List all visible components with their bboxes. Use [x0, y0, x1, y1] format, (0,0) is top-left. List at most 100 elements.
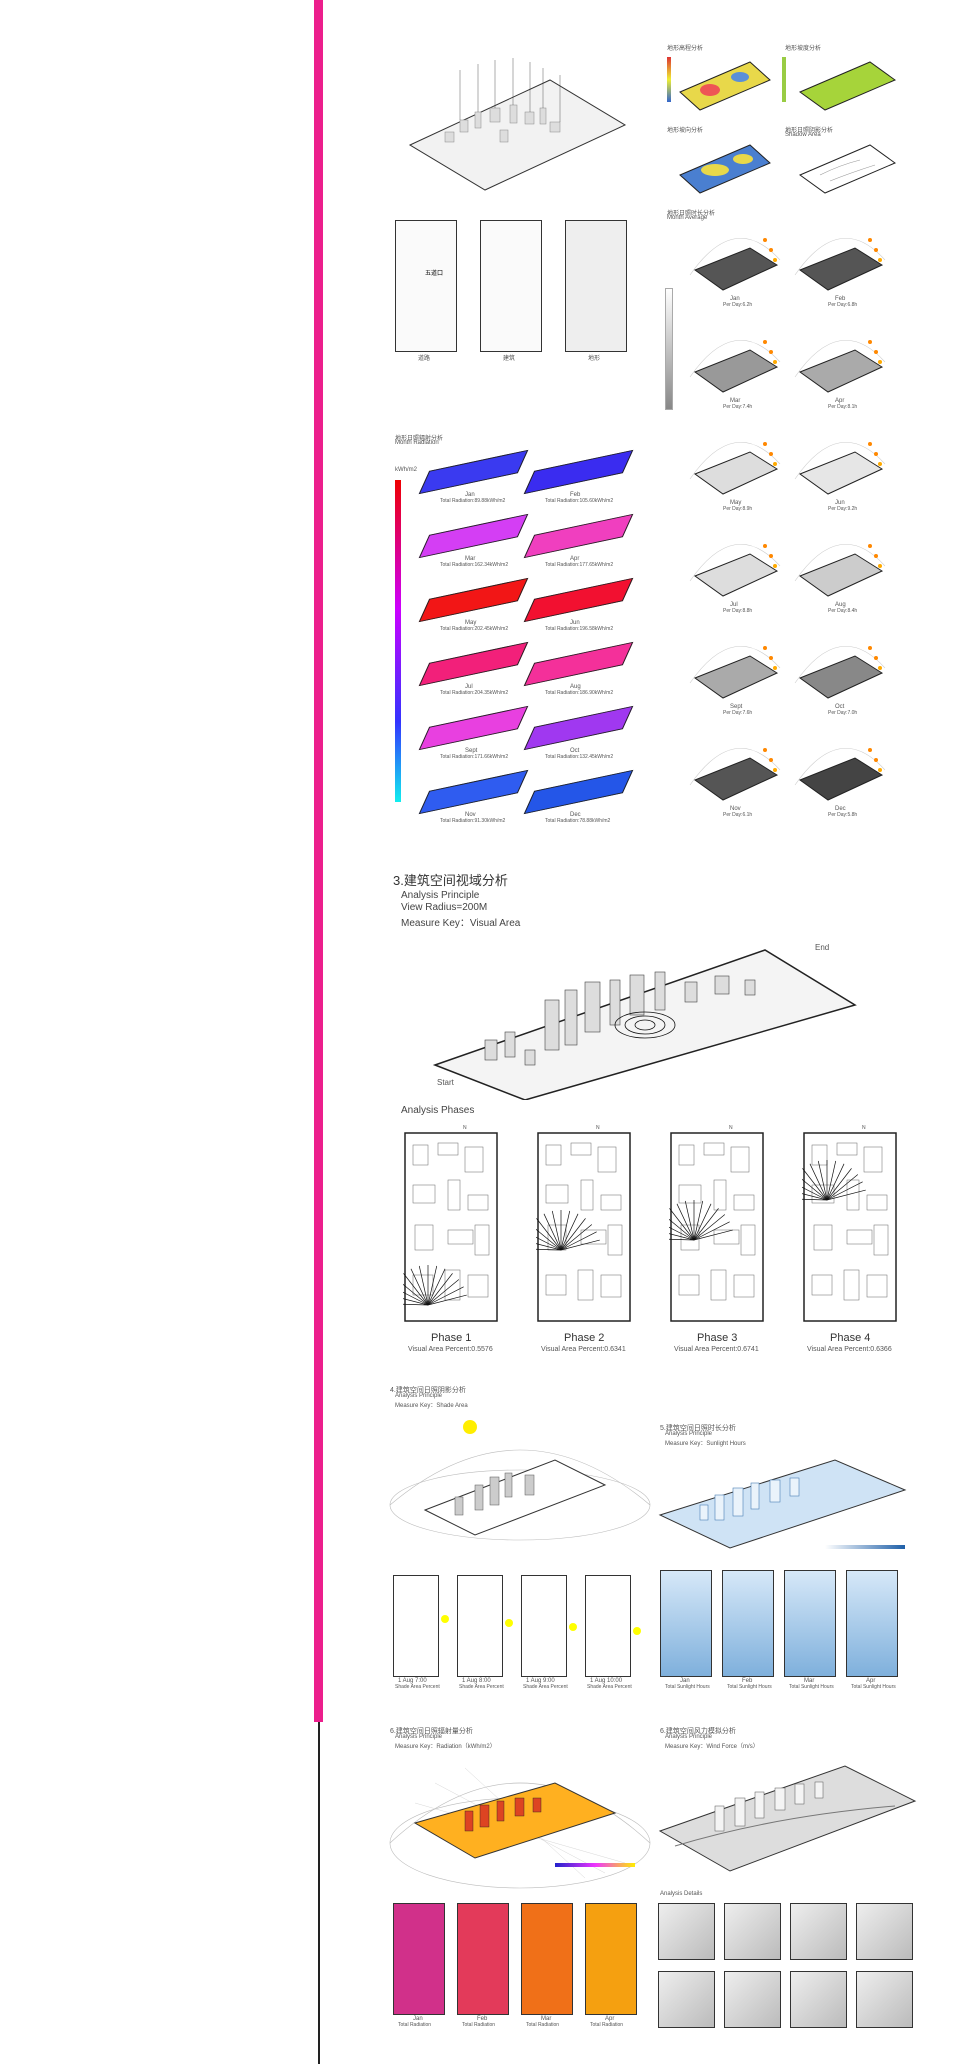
- sunlight-caption: Per Day:8.1h: [828, 404, 858, 410]
- hours-sub: Total Sunlight Hours: [789, 1684, 834, 1690]
- sunlight-caption: Per Day:6.2h: [723, 302, 753, 308]
- radiation-map: [418, 641, 529, 687]
- sunlight-dome: [689, 645, 781, 699]
- terrain-shade-sub: Shadow Area: [785, 132, 821, 138]
- hours-caption: Apr: [866, 1678, 876, 1684]
- shade-caption: 1 Aug 10:00: [590, 1678, 623, 1684]
- radiation-caption: Total Radiation:78.88kWh/m2: [545, 818, 611, 824]
- radiation-plan: [585, 1903, 637, 2015]
- wind-detail: [856, 1903, 913, 1960]
- sec5-principle: Analysis Principle: [665, 1431, 713, 1437]
- wind-detail: [724, 1903, 781, 1960]
- phase-percent: Visual Area Percent:0.6741: [674, 1346, 759, 1353]
- terrain-slope-title: 地形坡度分析: [785, 46, 822, 52]
- plan-label-terrain: 地形: [588, 356, 601, 362]
- radiation-row-sub: Total Radiation: [462, 2022, 496, 2028]
- phase-plan: [403, 1132, 498, 1322]
- north-label: N: [729, 1125, 733, 1131]
- shade-plan: [457, 1575, 503, 1677]
- shade-sub: Shade Area Percent: [395, 1684, 440, 1690]
- radiation-row-caption: Feb: [477, 2016, 488, 2022]
- site-axon-diagram: [408, 58, 627, 191]
- radiation-map: [523, 641, 634, 687]
- terrain-aspect-title: 地形坡向分析: [667, 128, 704, 134]
- radiation-month: May: [465, 620, 477, 626]
- sunlight-month: Apr: [835, 398, 845, 404]
- hours-sub: Total Sunlight Hours: [851, 1684, 896, 1690]
- radiation-month: Dec: [570, 812, 581, 818]
- sunlight-dome: [689, 441, 781, 495]
- sunlight-caption: Per Day:8.8h: [723, 608, 753, 614]
- phases-title: Analysis Phases: [401, 1105, 475, 1116]
- shade-caption: 1 Aug 9:00: [526, 1678, 555, 1684]
- radiation-section: 6.建筑空间日照辐射量分析 Analysis Principle Measure…: [385, 1718, 655, 2048]
- sun-marker: [505, 1619, 513, 1627]
- sunlight-hours-legend: [825, 1545, 905, 1549]
- sunlight-caption: Per Day:6.8h: [828, 302, 858, 308]
- sunlight-hours-axon: [658, 1459, 907, 1549]
- sunlight-sub: Month Average: [667, 215, 708, 221]
- radiation-legend: [395, 480, 401, 802]
- sunlight-caption: Per Day:7.0h: [828, 710, 858, 716]
- radiation-title: 地形日照辐射分析: [395, 436, 444, 442]
- accent-bar: [314, 0, 323, 1722]
- phase-plan: [802, 1132, 897, 1322]
- sec4-measure: Measure Key：Shade Area: [395, 1403, 468, 1409]
- sunlight-caption: Per Day:5.8h: [828, 812, 858, 818]
- sec6-measure: Measure Key：Radiation（kWh/m2）: [395, 1744, 496, 1750]
- radiation-map: [523, 705, 634, 751]
- plan-roads: [395, 220, 457, 352]
- start-label: Start: [437, 1078, 454, 1087]
- sunlight-dome: [794, 441, 886, 495]
- terrain-shade-title: 地形日照阴影分析: [785, 128, 834, 134]
- radiation-caption: Total Radiation:186.90kWh/m2: [545, 690, 614, 696]
- wind-detail: [658, 1971, 715, 2028]
- radiation-month: Feb: [570, 492, 581, 498]
- hours-sub: Total Sunlight Hours: [665, 1684, 710, 1690]
- sunlight-month: Jun: [835, 500, 845, 506]
- visual-field-section: 3.建筑空间视域分析 Analysis Principle View Radiu…: [385, 850, 925, 1360]
- sun-marker: [441, 1615, 449, 1623]
- sunlight-dome: [689, 339, 781, 393]
- sec3-principle: Analysis Principle: [401, 890, 480, 901]
- north-label: N: [862, 1125, 866, 1131]
- radiation-caption: Total Radiation:204.35kWh/m2: [440, 690, 509, 696]
- sunlight-dome: [689, 543, 781, 597]
- north-label: N: [596, 1125, 600, 1131]
- plan-mark: 五道口: [425, 271, 444, 277]
- radiation-month: Sept: [465, 748, 478, 754]
- wind-axon-diagram: [658, 1765, 917, 1872]
- phase-name: Phase 2: [564, 1332, 605, 1344]
- terrain-aspect-map: [679, 144, 771, 194]
- hours-caption: Mar: [804, 1678, 815, 1684]
- end-label: End: [815, 943, 830, 952]
- sunlight-dome: [794, 237, 886, 291]
- plan-label-buildings: 建筑: [503, 356, 516, 362]
- radiation-map: [418, 449, 529, 495]
- shade-plan: [585, 1575, 631, 1677]
- wind-section: 6.建筑空间风力模拟分析 Analysis Principle Measure …: [655, 1718, 925, 2048]
- wind-detail: [790, 1971, 847, 2028]
- sunlight-month: Oct: [835, 704, 845, 710]
- sunlight-month: May: [730, 500, 742, 506]
- radiation-caption: Total Radiation:89.88kWh/m2: [440, 498, 506, 504]
- radiation-plan: [457, 1903, 509, 2015]
- plan-label-roads: 道路: [418, 356, 431, 362]
- sunlight-month: Nov: [730, 806, 741, 812]
- sunlight-dome: [794, 543, 886, 597]
- phase-name: Phase 1: [431, 1332, 472, 1344]
- wind-detail: [724, 1971, 781, 2028]
- sunlight-month: Mar: [730, 398, 741, 404]
- radiation-row-caption: Jan: [413, 2016, 423, 2022]
- shade-plan: [521, 1575, 567, 1677]
- radiation-caption: Total Radiation:162.34kWh/m2: [440, 562, 509, 568]
- radiation-month: Aug: [570, 684, 581, 690]
- phase-name: Phase 4: [830, 1332, 871, 1344]
- radiation-row-sub: Total Radiation: [590, 2022, 624, 2028]
- phase-plan: [536, 1132, 631, 1322]
- phase-percent: Visual Area Percent:0.5576: [408, 1346, 493, 1353]
- shade-sub: Shade Area Percent: [587, 1684, 632, 1690]
- terrain-slope-map: [782, 57, 897, 111]
- radiation-dome-diagram: [389, 1767, 651, 1889]
- sunlight-month: Feb: [835, 296, 846, 302]
